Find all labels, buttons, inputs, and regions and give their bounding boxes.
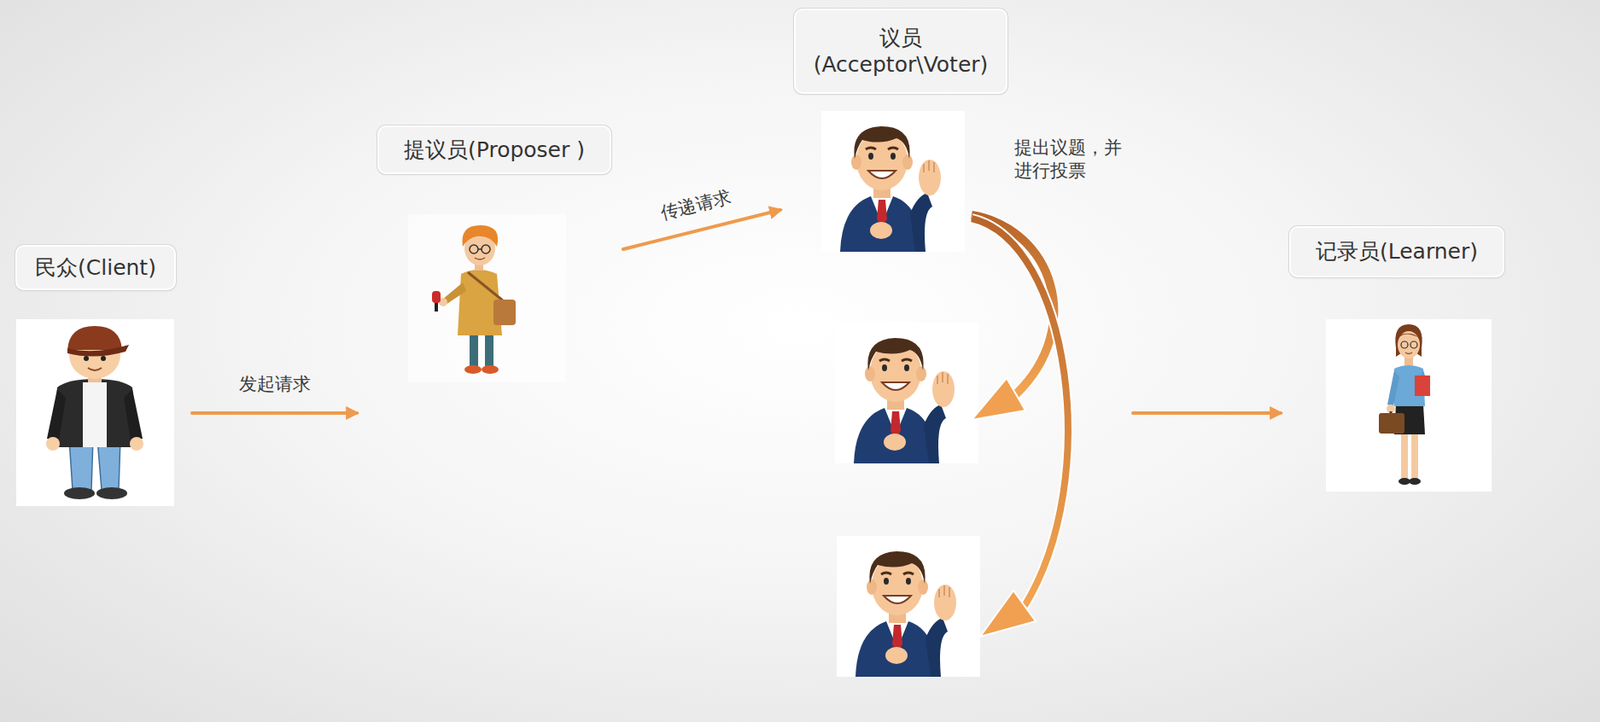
- role-label-box: 提议员(Proposer ): [377, 125, 612, 175]
- proposer-figure: [467, 272, 504, 302]
- proposer-figure: [481, 365, 499, 374]
- acceptor-figure: [821, 110, 965, 252]
- learner-figure: [1410, 341, 1418, 349]
- client-figure: [46, 437, 60, 451]
- note-text: 提出议题，并进行投票: [1014, 136, 1126, 184]
- proposer-figure: [478, 248, 482, 251]
- request-arrow: [1132, 411, 1281, 415]
- vote-curve: [971, 378, 1026, 421]
- client-figure: [87, 367, 102, 371]
- learner-figure: [1378, 413, 1405, 434]
- client-figure: [64, 487, 95, 500]
- learner-figure: [1325, 319, 1492, 492]
- learner-figure: [1405, 352, 1413, 355]
- learner-figure: [1397, 333, 1420, 340]
- learner-figure: [1401, 341, 1408, 349]
- client-figure: [16, 319, 175, 507]
- proposer-figure: [469, 245, 479, 254]
- proposer-figure: [464, 365, 482, 374]
- client-figure: [46, 389, 66, 441]
- arrow-label: 发起请求: [239, 372, 311, 397]
- acceptor-figure: [835, 322, 979, 464]
- learner-figure: [1398, 478, 1411, 485]
- acceptor-figure: [835, 322, 979, 464]
- role-column: 议员 (Acceptor\Voter): [794, 8, 1119, 684]
- learner-figure: [1387, 370, 1400, 407]
- client-figure: [129, 437, 144, 451]
- proposer-figure: [408, 214, 567, 383]
- acceptor-figure: [836, 536, 981, 678]
- arrow-label: 传递请求: [658, 184, 734, 226]
- vote-curve: [971, 218, 1069, 607]
- request-arrow: [192, 411, 357, 415]
- learner-figure: [1414, 375, 1431, 397]
- role-name: 民众(Client): [35, 254, 157, 281]
- learner-figure: [1411, 430, 1419, 480]
- role-label-box: 议员 (Acceptor\Voter): [794, 8, 1008, 94]
- client-figure: [16, 319, 175, 507]
- role-label-box: 民众(Client): [15, 245, 176, 291]
- client-figure: [53, 379, 138, 448]
- learner-figure: [1401, 430, 1408, 480]
- learner-figure: [1408, 478, 1421, 485]
- role-name: 记录员(Learner): [1315, 238, 1478, 265]
- learner-figure: [1397, 331, 1420, 359]
- learner-figure: [1325, 319, 1492, 492]
- client-figure: [67, 344, 129, 357]
- vote-curve: [980, 590, 1036, 637]
- proposer-figure: [461, 225, 498, 247]
- client-figure: [96, 487, 128, 500]
- acceptor-figure: [821, 110, 965, 252]
- role-column: 民众(Client): [15, 245, 176, 507]
- vote-curve: [971, 218, 1069, 637]
- acceptor-figure: [836, 536, 981, 678]
- proposer-figure: [493, 299, 516, 326]
- client-figure: [83, 356, 89, 362]
- vote-curve: [971, 218, 1069, 607]
- role-name: 提议员(Proposer ): [403, 136, 585, 164]
- role-name: 议员 (Acceptor\Voter): [813, 24, 989, 79]
- proposer-figure: [481, 245, 491, 254]
- role-column: 记录员(Learner): [1289, 226, 1505, 492]
- client-figure: [123, 389, 143, 441]
- proposer-figure: [432, 291, 441, 304]
- client-figure: [82, 382, 107, 448]
- role-label-box: 记录员(Learner): [1289, 226, 1505, 278]
- proposer-figure: [474, 257, 485, 260]
- proposer-figure: [408, 214, 567, 383]
- client-figure: [67, 326, 123, 351]
- client-figure: [100, 356, 106, 362]
- role-column: 提议员(Proposer ): [377, 125, 612, 427]
- request-arrow: [623, 210, 781, 250]
